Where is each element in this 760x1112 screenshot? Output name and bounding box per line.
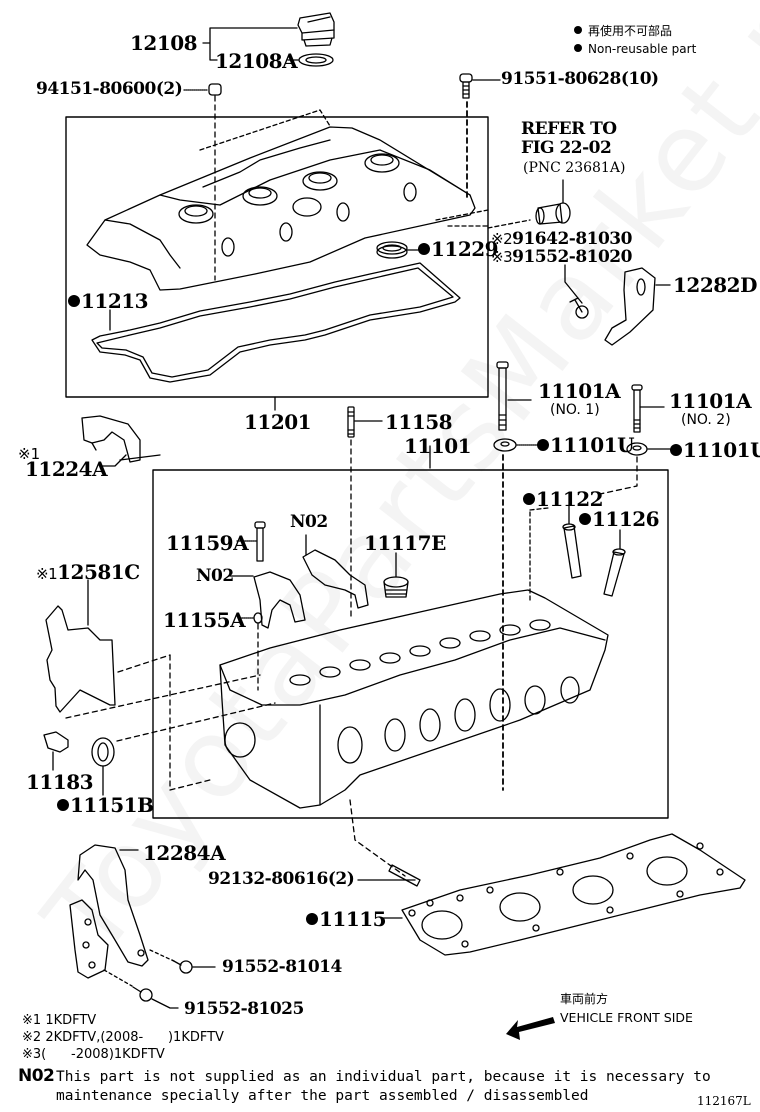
engine-hanger-bracket-icon	[69, 899, 109, 979]
gasket-12108a-icon	[298, 53, 334, 67]
timing-cover-12581c-icon	[45, 605, 116, 713]
non-reusable-dot-icon	[574, 44, 582, 52]
bracket-12282d-icon	[604, 267, 656, 346]
part-label-11126[interactable]: 11126	[579, 509, 660, 529]
washer-11101u-2-icon	[626, 442, 648, 456]
head-bolt-no2-icon	[631, 384, 643, 433]
pin-11155a-icon	[253, 612, 263, 624]
bearing-cap-11224a-icon	[81, 415, 141, 463]
part-label-12581c[interactable]: ※112581C	[36, 560, 140, 584]
non-reusable-dot-icon	[670, 444, 682, 456]
legend: 再使用不可部品 Non-reusable part	[574, 22, 696, 58]
part-label-11101a-no2[interactable]: 11101A	[669, 389, 752, 413]
bolt-91552-81014-icon	[171, 959, 193, 974]
valve-stem-seal-11126-icon	[603, 548, 626, 597]
part-label-11201[interactable]: 11201	[244, 410, 312, 434]
non-reusable-dot-icon	[574, 26, 582, 34]
non-reusable-dot-icon	[523, 493, 535, 505]
bolt-94151-icon	[208, 83, 222, 96]
part-label-11151b[interactable]: 11151B	[57, 795, 154, 815]
head-bolt-no1-icon	[496, 361, 509, 431]
bolt-11159a-icon	[254, 521, 266, 562]
part-label-11101a-no1-sub: (NO. 1)	[550, 402, 600, 418]
non-reusable-dot-icon	[306, 913, 318, 925]
non-reusable-dot-icon	[579, 513, 591, 525]
seal-11229-icon	[376, 241, 408, 259]
valve-guide-11122-icon	[562, 523, 582, 579]
washer-11101u-1-icon	[493, 438, 517, 452]
head-gasket-icon	[401, 833, 746, 956]
bolt-91552-81025-icon	[132, 986, 153, 1002]
n02-note-mark: N02	[18, 1066, 55, 1086]
part-label-11158[interactable]: 11158	[385, 410, 453, 434]
cylinder-head-icon	[219, 589, 609, 809]
cover-gasket-icon	[91, 262, 461, 383]
part-label-11229[interactable]: 11229	[418, 239, 499, 259]
non-reusable-dot-icon	[57, 799, 69, 811]
n02-note-line1: This part is not supplied as an individu…	[56, 1069, 711, 1085]
non-reusable-dot-icon	[68, 295, 80, 307]
part-label-12108[interactable]: 12108	[130, 31, 198, 55]
footnote-1: ※1 1KDFTV	[22, 1013, 97, 1028]
part-label-11101a-no2-sub: (NO. 2)	[681, 412, 731, 428]
part-label-11101u-2[interactable]: 11101U	[670, 440, 760, 460]
part-label-11117e[interactable]: 11117E	[364, 531, 446, 555]
refer-to-line1: REFER TO	[521, 119, 617, 139]
part-label-92132[interactable]: 92132-80616(2)	[208, 869, 355, 889]
part-label-11101u-1[interactable]: 11101U	[537, 435, 635, 455]
connector-pipe-icon	[535, 202, 571, 225]
part-label-11159a[interactable]: 11159A	[166, 531, 249, 555]
refer-to-pnc: (PNC 23681A)	[523, 160, 626, 176]
oil-seal-11151b-icon	[91, 737, 115, 767]
stud-11158-icon	[347, 406, 355, 438]
vehicle-front-arrow-icon	[506, 1017, 555, 1040]
n02-label-a[interactable]: N02	[290, 512, 328, 532]
engine-hanger-12284a-icon	[77, 844, 149, 967]
part-label-11155a[interactable]: 11155A	[163, 608, 246, 632]
part-label-11224a[interactable]: 11224A	[25, 457, 108, 481]
direction-en: VEHICLE FRONT SIDE	[560, 1010, 693, 1025]
plug-11117e-icon	[383, 576, 409, 598]
part-label-12282d[interactable]: 12282D	[673, 273, 757, 297]
legend-jp: 再使用不可部品	[574, 22, 696, 40]
n02-note-line2: maintenance specially after the part ass…	[56, 1088, 589, 1104]
cylinder-head-cover-icon	[86, 109, 489, 291]
seal-11183-icon	[43, 731, 69, 753]
part-label-91552-81020[interactable]: ※391552-81020	[491, 247, 632, 267]
part-label-12108a[interactable]: 12108A	[215, 49, 298, 73]
part-label-11213[interactable]: 11213	[68, 291, 149, 311]
part-label-12284a[interactable]: 12284A	[143, 841, 226, 865]
legend-en: Non-reusable part	[574, 40, 696, 58]
non-reusable-dot-icon	[418, 243, 430, 255]
part-label-91551[interactable]: 91551-80628(10)	[501, 69, 659, 89]
camshaft-cap-n02-a-icon	[253, 571, 306, 629]
cover-assembly-box	[65, 116, 489, 398]
non-reusable-dot-icon	[537, 439, 549, 451]
footnote-mark-11224a: ※1	[18, 445, 41, 463]
footnote-2: ※2 2KDFTV,(2008- )1KDFTV	[22, 1030, 224, 1045]
part-label-11101[interactable]: 11101	[404, 434, 472, 458]
footnote-3: ※3( -2008)1KDFTV	[22, 1047, 165, 1062]
n02-label-b[interactable]: N02	[196, 566, 234, 586]
part-label-94151[interactable]: 94151-80600(2)	[36, 79, 183, 99]
part-label-11115[interactable]: 11115	[306, 909, 387, 929]
stud-92132-icon	[388, 864, 421, 887]
bolt-91552-81020-icon	[569, 297, 589, 319]
part-label-91552-81025[interactable]: 91552-81025	[184, 999, 304, 1019]
part-label-11183[interactable]: 11183	[26, 770, 94, 794]
refer-to-line2[interactable]: FIG 22-02	[521, 138, 612, 158]
part-label-91642[interactable]: ※291642-81030	[491, 229, 632, 249]
figure-id: 112167L	[697, 1094, 751, 1108]
part-label-11101a-no1[interactable]: 11101A	[538, 379, 621, 403]
oil-filler-cap-icon	[297, 12, 335, 47]
camshaft-cap-n02-b-icon	[302, 549, 369, 609]
cylinder-head-box	[152, 469, 669, 819]
part-label-11122[interactable]: 11122	[523, 489, 604, 509]
bolt-91551-icon	[459, 73, 473, 99]
direction-jp: 車両前方	[560, 992, 609, 1006]
part-label-91552-81014[interactable]: 91552-81014	[222, 957, 342, 977]
